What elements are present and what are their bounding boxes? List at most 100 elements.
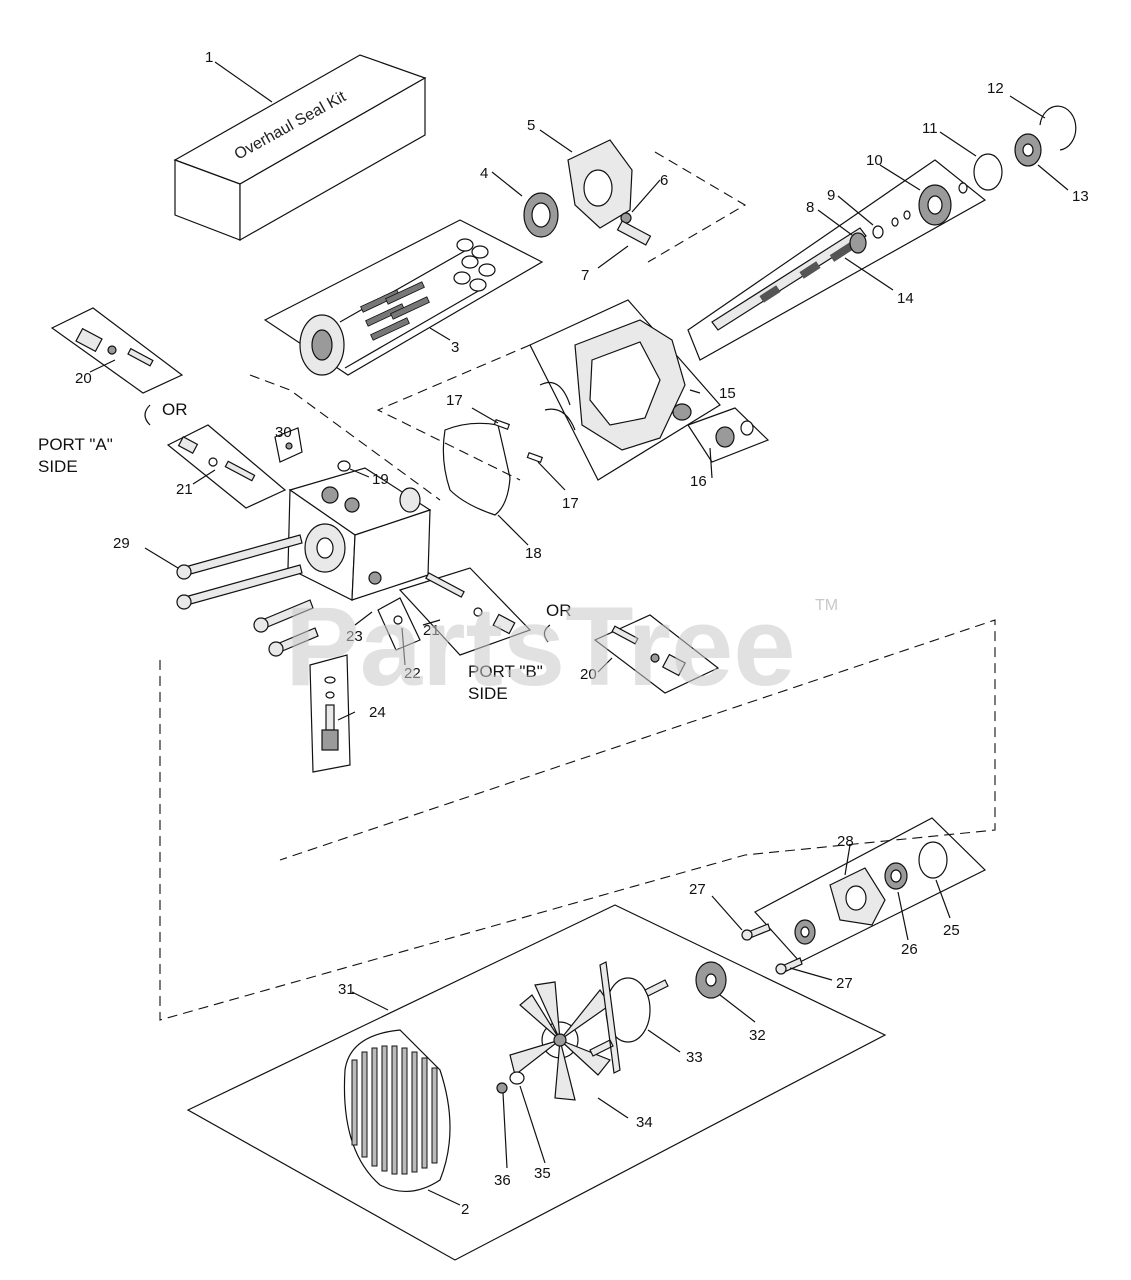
plug-30 — [285, 442, 293, 450]
port-b-line2: SIDE — [468, 684, 508, 703]
housing-panel — [529, 299, 721, 481]
oring-11 — [973, 153, 1003, 191]
or-label-a: OR — [162, 400, 188, 419]
end-cap-28-panel — [754, 817, 987, 963]
center-section-block — [287, 467, 432, 601]
callout-33: 33 — [686, 1049, 703, 1066]
shaft-7 — [616, 220, 652, 246]
callout-27b: 27 — [836, 975, 853, 992]
bearing-32-bore — [705, 973, 717, 987]
callout-2: 2 — [461, 1201, 469, 1218]
port-a-line2: SIDE — [38, 457, 78, 476]
fan-hub-33 — [589, 961, 669, 1074]
rotating-kit-panel — [263, 219, 544, 376]
callout-10: 10 — [866, 152, 883, 169]
callout-25: 25 — [943, 922, 960, 939]
oring-19 — [337, 460, 351, 472]
callout-22: 22 — [404, 665, 421, 682]
fan-assembly-panel — [186, 904, 887, 1261]
oring-16 — [740, 420, 754, 436]
plug-30-panel — [274, 427, 303, 463]
callout-8: 8 — [806, 199, 814, 216]
callout-19: 19 — [372, 471, 389, 488]
leader-lines — [89, 61, 1069, 1206]
callout-35: 35 — [534, 1165, 551, 1182]
callout-21a: 21 — [176, 481, 193, 498]
fan-34 — [509, 981, 611, 1101]
bearing-center — [399, 487, 421, 513]
port-a-line1: PORT "A" — [38, 435, 113, 454]
check-22-panel — [377, 597, 421, 651]
oring-25 — [918, 841, 948, 879]
fan-shroud-2 — [343, 1029, 451, 1193]
callout-30: 30 — [275, 424, 292, 441]
valve-21b-panel — [398, 567, 532, 656]
callout-6: 6 — [660, 172, 668, 189]
callout-26: 26 — [901, 941, 918, 958]
callout-13: 13 — [1072, 188, 1089, 205]
callout-34: 34 — [636, 1114, 653, 1131]
callout-numbers: 1 2 3 4 5 6 7 8 9 10 11 12 13 14 15 16 1… — [75, 49, 1089, 1218]
guide-line-15 — [376, 344, 531, 481]
check-22 — [393, 615, 403, 625]
or-arrow-a — [144, 404, 151, 426]
valve-20b — [611, 625, 687, 677]
callout-17b: 17 — [562, 495, 579, 512]
valve-21b — [425, 572, 516, 635]
guide-line-3 — [249, 374, 441, 501]
guide-line-5 — [647, 151, 747, 263]
callout-36: 36 — [494, 1172, 511, 1189]
nut-36 — [496, 1082, 508, 1094]
guide-line-main — [159, 619, 996, 1021]
port-b-line1: PORT "B" — [468, 662, 543, 681]
valve-20b-panel — [593, 614, 720, 694]
callout-23: 23 — [346, 628, 363, 645]
callout-18: 18 — [525, 545, 542, 562]
callout-1: 1 — [205, 49, 213, 66]
bolts-29 — [176, 534, 319, 657]
callout-7: 7 — [581, 267, 589, 284]
callout-16: 16 — [690, 473, 707, 490]
callout-5: 5 — [527, 117, 535, 134]
washer-35 — [509, 1071, 525, 1085]
callout-20a: 20 — [75, 370, 92, 387]
watermark-trademark: TM — [815, 597, 838, 614]
or-label-b: OR — [546, 601, 572, 620]
watermark-logo: PartsTree — [285, 584, 796, 709]
valve-21a — [177, 436, 256, 482]
callout-29: 29 — [113, 535, 130, 552]
callout-11: 11 — [922, 120, 938, 137]
valve-21a-panel — [166, 424, 287, 509]
gasket-18 — [442, 422, 511, 516]
swashplate-5 — [567, 139, 633, 229]
callout-12: 12 — [987, 80, 1004, 97]
bolts-27 — [741, 923, 803, 975]
pin-17b — [526, 451, 544, 463]
bypass-24-panel — [309, 654, 351, 773]
callout-17a: 17 — [446, 392, 463, 409]
callout-4: 4 — [480, 165, 488, 182]
callout-27a: 27 — [689, 881, 706, 898]
callout-3: 3 — [451, 339, 459, 356]
valve-20a-panel — [50, 307, 184, 394]
callout-20b: 20 — [580, 666, 597, 683]
callout-24: 24 — [369, 704, 386, 721]
callout-14: 14 — [897, 290, 914, 307]
pin-17a — [493, 418, 511, 430]
seal-16-panel — [687, 407, 770, 463]
bearing-4-bore — [531, 202, 551, 228]
callout-32: 32 — [749, 1027, 766, 1044]
callout-9: 9 — [827, 187, 835, 204]
callout-21b: 21 — [423, 622, 440, 639]
seal-16 — [715, 426, 735, 448]
input-shaft-panel — [687, 159, 987, 361]
callout-28: 28 — [837, 833, 854, 850]
retaining-ring-12 — [1039, 105, 1077, 151]
or-arrow-b — [543, 624, 551, 643]
callout-15: 15 — [719, 385, 736, 402]
seal-13-bore — [1022, 143, 1034, 157]
bypass-24 — [321, 676, 339, 751]
valve-20a — [75, 327, 154, 367]
